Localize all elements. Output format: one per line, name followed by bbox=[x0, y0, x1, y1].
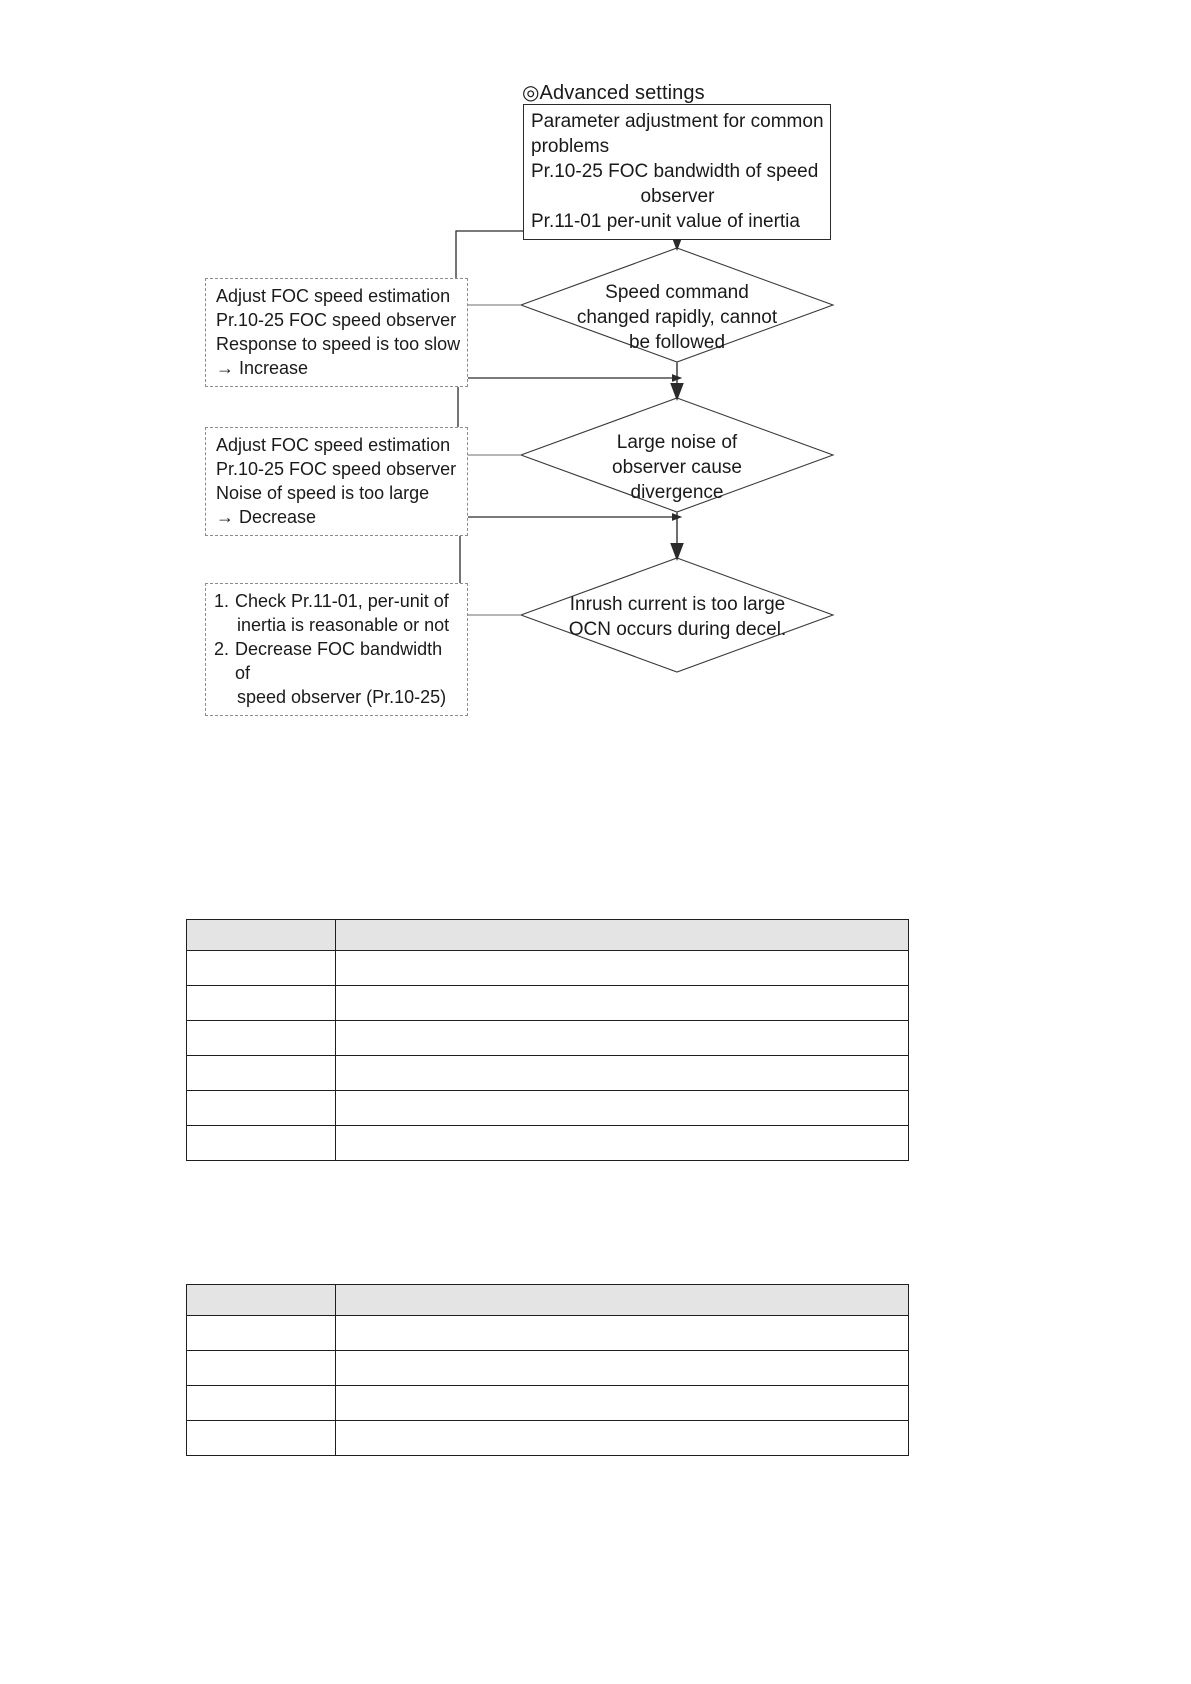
start-box-line-2: problems bbox=[531, 136, 610, 157]
section-heading: ◎Advanced settings bbox=[522, 82, 705, 104]
flowchart-connectors bbox=[455, 214, 835, 673]
table1-r4-col-a bbox=[186, 1090, 336, 1126]
table-row bbox=[186, 1284, 909, 1316]
table2-r2-col-b bbox=[335, 1385, 909, 1421]
action1-line-3: Response to speed is too slow bbox=[216, 334, 461, 354]
table2-r3-col-b bbox=[335, 1420, 909, 1456]
table-row bbox=[186, 1125, 909, 1161]
start-box-line-5: Pr.11-01 per-unit value of inertia bbox=[531, 211, 800, 232]
action1-line-2: Pr.10-25 FOC speed observer bbox=[216, 310, 457, 330]
table-row bbox=[186, 1350, 909, 1386]
table-row bbox=[186, 985, 909, 1021]
table-row bbox=[186, 1420, 909, 1456]
action1-line-1: Adjust FOC speed estimation bbox=[216, 286, 451, 306]
table1-header-col-a bbox=[186, 919, 336, 951]
table1-r3-col-b bbox=[335, 1055, 909, 1091]
table2-r0-col-b bbox=[335, 1315, 909, 1351]
table1-r0-col-a bbox=[186, 950, 336, 986]
table1-r5-col-a bbox=[186, 1125, 336, 1161]
action2-line-3: Noise of speed is too large bbox=[216, 483, 430, 503]
decision-diamond-observer-noise bbox=[519, 397, 835, 513]
table2-r1-col-a bbox=[186, 1350, 336, 1386]
table1-r5-col-b bbox=[335, 1125, 909, 1161]
action3-item-1: 1. Check Pr.11-01, per-unit of bbox=[214, 589, 461, 613]
parameter-table-two bbox=[186, 1284, 909, 1456]
table-row bbox=[186, 919, 909, 951]
action3-item1-line-2: inertia is reasonable or not bbox=[237, 615, 450, 635]
table1-r3-col-a bbox=[186, 1055, 336, 1091]
table1-r2-col-a bbox=[186, 1020, 336, 1056]
table2-header-col-a bbox=[186, 1284, 336, 1316]
action-box-check-inertia: 1. Check Pr.11-01, per-unit of inertia i… bbox=[205, 583, 468, 716]
table2-header-col-b bbox=[335, 1284, 909, 1316]
table1-r0-col-b bbox=[335, 950, 909, 986]
action3-item1-line-1: Check Pr.11-01, per-unit of bbox=[235, 591, 449, 611]
parameter-table-one bbox=[186, 919, 909, 1161]
table2-r1-col-b bbox=[335, 1350, 909, 1386]
table-row bbox=[186, 1090, 909, 1126]
table-row bbox=[186, 1385, 909, 1421]
action3-item2-index: 2. bbox=[214, 639, 230, 659]
flowchart-diagram: ◎Advanced settings Parameter adjustment … bbox=[0, 0, 1191, 760]
start-box-line-1: Parameter adjustment for common bbox=[531, 111, 824, 132]
action2-line-4: → Decrease bbox=[216, 507, 317, 527]
action-box-decrease: Adjust FOC speed estimation Pr.10-25 FOC… bbox=[205, 427, 468, 536]
decision-diamond-inrush-current bbox=[519, 557, 835, 673]
action1-line-4: → Increase bbox=[216, 358, 309, 378]
action2-line-1: Adjust FOC speed estimation bbox=[216, 435, 451, 455]
action3-item-2: 2. Decrease FOC bandwidth of bbox=[214, 637, 461, 685]
table1-header-col-b bbox=[335, 919, 909, 951]
action3-item1-index: 1. bbox=[214, 591, 230, 611]
table-row bbox=[186, 1020, 909, 1056]
start-box-line-4: observer bbox=[640, 186, 715, 207]
table2-r0-col-a bbox=[186, 1315, 336, 1351]
flow-start-box: Parameter adjustment for common problems… bbox=[523, 104, 831, 240]
table2-r2-col-a bbox=[186, 1385, 336, 1421]
table1-r1-col-b bbox=[335, 985, 909, 1021]
table1-r1-col-a bbox=[186, 985, 336, 1021]
action-box-increase: Adjust FOC speed estimation Pr.10-25 FOC… bbox=[205, 278, 468, 387]
action3-item2-line-1: Decrease FOC bandwidth of bbox=[235, 639, 443, 683]
action3-item2-line-2: speed observer (Pr.10-25) bbox=[237, 687, 447, 707]
action2-line-2: Pr.10-25 FOC speed observer bbox=[216, 459, 457, 479]
table1-r2-col-b bbox=[335, 1020, 909, 1056]
table1-r4-col-b bbox=[335, 1090, 909, 1126]
table-row bbox=[186, 1055, 909, 1091]
table-row bbox=[186, 1315, 909, 1351]
table2-r3-col-a bbox=[186, 1420, 336, 1456]
decision-diamond-speed-command bbox=[519, 247, 835, 363]
table-row bbox=[186, 950, 909, 986]
start-box-line-3: Pr.10-25 FOC bandwidth of speed bbox=[531, 161, 819, 182]
